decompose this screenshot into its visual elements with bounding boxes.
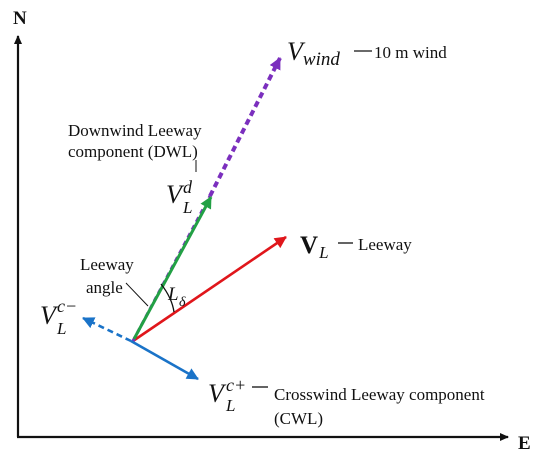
wind-label: Vwind 10 m wind: [287, 37, 447, 70]
angle-symbol-label: L δ: [167, 284, 186, 310]
svg-text:Vwind: Vwind: [287, 37, 340, 70]
cwn-symbol: V: [40, 301, 59, 330]
cwl-caption-line1: Crosswind Leeway component: [274, 385, 485, 404]
cwn-superscript: c−: [57, 296, 77, 316]
leeway-angle-arc: [160, 283, 175, 313]
north-axis-label: N: [13, 8, 27, 29]
leeway-symbol: V: [300, 232, 318, 259]
dwl-symbol-label: V d L: [166, 177, 193, 217]
cwp-symbol: V: [208, 379, 227, 408]
leeway-caption: Leeway: [358, 235, 412, 254]
crosswind-positive-vector: [130, 339, 199, 381]
angle-caption-line2: angle: [86, 278, 123, 297]
dwl-caption-line1: Downwind Leeway: [68, 121, 202, 140]
dwl-caption-line2: component (DWL): [68, 142, 198, 161]
leeway-subscript: L: [318, 243, 328, 262]
dwl-subscript: L: [182, 198, 192, 217]
svg-text:VL: VL: [300, 232, 329, 262]
downwind-leeway-vector: [132, 196, 213, 340]
leeway-vector: [132, 235, 287, 343]
cwn-subscript: L: [56, 319, 66, 338]
wind-caption: 10 m wind: [374, 43, 447, 62]
angle-caption-line1: Leeway: [80, 255, 134, 274]
crosswind-negative-vector: [82, 316, 132, 343]
cwn-symbol-label: V c− L: [40, 296, 77, 338]
leeway-label: VL Leeway: [300, 232, 412, 262]
cwp-symbol-label: V c+ L: [208, 375, 246, 415]
wind-subscript: wind: [303, 49, 340, 70]
wind-symbol: V: [287, 37, 306, 66]
angle-subscript: δ: [179, 295, 186, 310]
leeway-angle-pointer: [125, 282, 149, 307]
cwp-superscript: c+: [226, 375, 246, 395]
dwl-symbol: V: [166, 180, 185, 209]
angle-symbol: L: [167, 284, 179, 305]
cwl-caption-line2: (CWL): [274, 409, 323, 428]
wind-vector: [208, 57, 282, 197]
dwl-superscript: d: [183, 177, 193, 197]
east-axis-label: E: [518, 433, 531, 454]
cwp-subscript: L: [225, 396, 235, 415]
